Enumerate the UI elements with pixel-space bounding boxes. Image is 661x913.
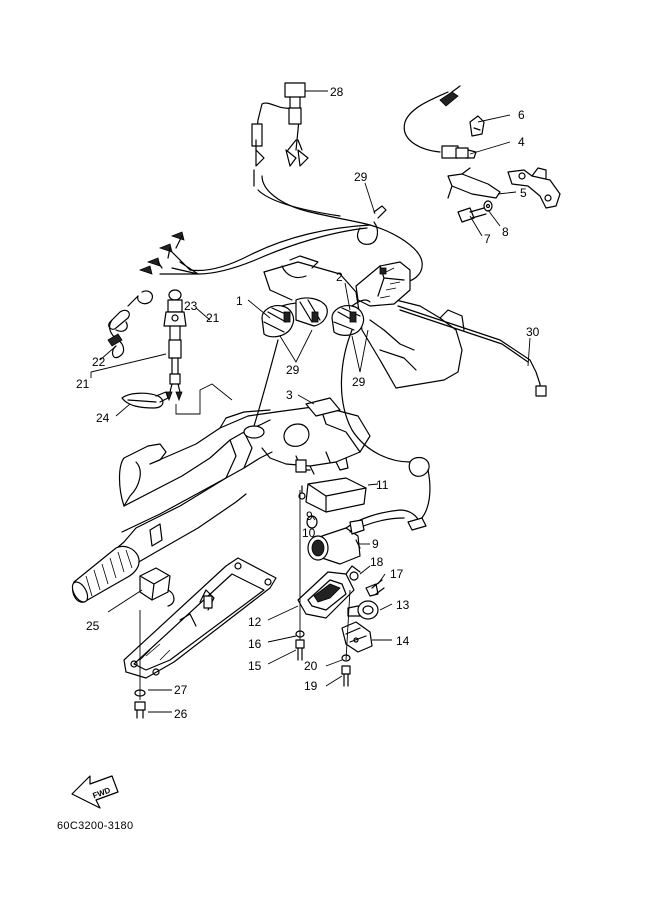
washer-18 [349,571,359,581]
screw-17 [365,579,385,597]
drawing-code: 60C3200-3180 [57,820,134,832]
callout-17: 17 [390,567,404,581]
callout-5: 5 [520,186,527,200]
callout-7: 7 [484,232,491,246]
sensor-4 [403,85,485,159]
callout-labels: 28 6 4 29 5 8 7 2 1 23 21 30 22 29 29 21… [76,85,540,721]
handle-wire [253,339,279,427]
switch-9 [307,509,427,565]
bolt-26 [134,701,146,719]
wire-harness-28 [251,82,371,226]
callout-9-right: 9 [372,537,379,551]
callout-2: 2 [336,270,343,284]
callout-29-top: 29 [354,170,368,184]
clamp-14 [341,621,373,653]
bolt-7-washer-8 [457,200,493,223]
callout-29-right: 29 [352,375,366,389]
callout-1: 1 [236,294,243,308]
plate-12 [297,565,361,619]
callout-24: 24 [96,411,110,425]
callout-20: 20 [304,659,318,673]
callout-15: 15 [248,659,262,673]
callout-28: 28 [330,85,344,99]
grommet-13 [347,600,379,620]
cable-30 [397,305,547,397]
callout-6: 6 [518,108,525,122]
handle-bracket [263,255,465,389]
callout-21-left: 21 [76,377,90,391]
callout-19: 19 [304,679,318,693]
callout-23: 23 [184,299,198,313]
throttle-friction-25 [139,567,175,607]
callout-29-left: 29 [286,363,300,377]
callout-8: 8 [502,225,509,239]
lanyard-22 [107,290,154,359]
callout-10: 10 [302,526,316,540]
cable-tie-24 [121,391,169,409]
callout-11: 11 [376,478,389,492]
label-3 [305,397,341,417]
callout-16: 16 [248,637,262,651]
grommet-2 [331,299,371,336]
callout-27: 27 [174,683,188,697]
tiller-handle [71,405,371,603]
callout-13: 13 [396,598,410,612]
callout-21-right: 21 [206,311,220,325]
callout-26: 26 [174,707,188,721]
leader-lines [99,90,531,713]
grommet-right [408,456,431,521]
callout-3: 3 [286,388,293,402]
fwd-arrow-icon: FWD [71,775,119,809]
main-wire-loop [138,205,423,283]
callout-14: 14 [396,634,410,648]
stop-wire [340,329,411,463]
bracket-5 [447,167,561,209]
stop-switch-21 [163,289,187,402]
callout-12: 12 [248,615,262,629]
bolt-19 [341,665,351,687]
bolt-15 [295,639,305,661]
lower-cover-plate [123,557,277,679]
callout-18: 18 [370,555,384,569]
callout-9-top: 9 [306,509,313,523]
callout-30: 30 [526,325,540,339]
grommet-1 [261,297,328,338]
callout-4: 4 [518,135,525,149]
cover-11 [298,477,367,513]
control-box-2 [355,261,411,307]
callout-25: 25 [86,619,100,633]
assembly-lines [139,383,351,700]
callout-22: 22 [92,355,106,369]
